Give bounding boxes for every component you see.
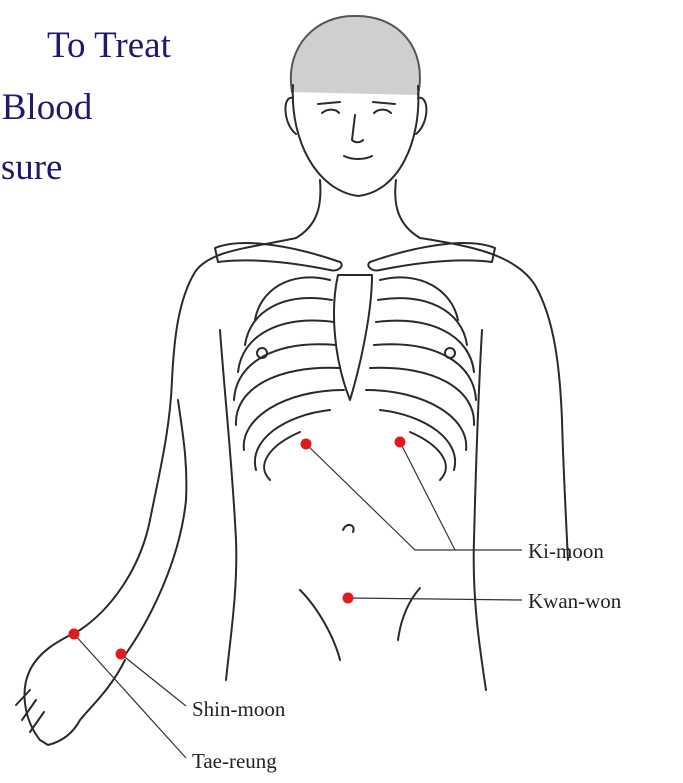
leader-tae-reung <box>74 634 186 758</box>
right-ribcage <box>366 277 476 480</box>
neck <box>296 180 320 238</box>
point-ki-moon-right <box>395 437 406 448</box>
left-ribcage <box>234 277 344 480</box>
hand <box>25 630 125 745</box>
sternum <box>334 275 372 400</box>
left-shoulder <box>80 238 296 630</box>
left-clavicle <box>215 243 342 270</box>
leader-ki-moon-right <box>400 442 455 550</box>
label-kwan-won: Kwan-won <box>528 591 621 612</box>
point-tae-reung <box>69 629 80 640</box>
leader-ki-moon-left <box>306 444 522 550</box>
navel <box>343 525 354 532</box>
label-ki-moon: Ki-moon <box>528 541 604 562</box>
point-shin-moon <box>116 649 127 660</box>
leader-kwan-won <box>348 598 522 600</box>
point-kwan-won <box>343 593 354 604</box>
label-tae-reung: Tae-reung <box>192 751 277 772</box>
head <box>293 85 419 196</box>
right-shoulder <box>420 238 568 560</box>
leader-shin-moon <box>121 654 186 706</box>
label-shin-moon: Shin-moon <box>192 699 285 720</box>
hair <box>291 16 420 95</box>
right-clavicle <box>368 243 495 270</box>
point-ki-moon-left <box>301 439 312 450</box>
